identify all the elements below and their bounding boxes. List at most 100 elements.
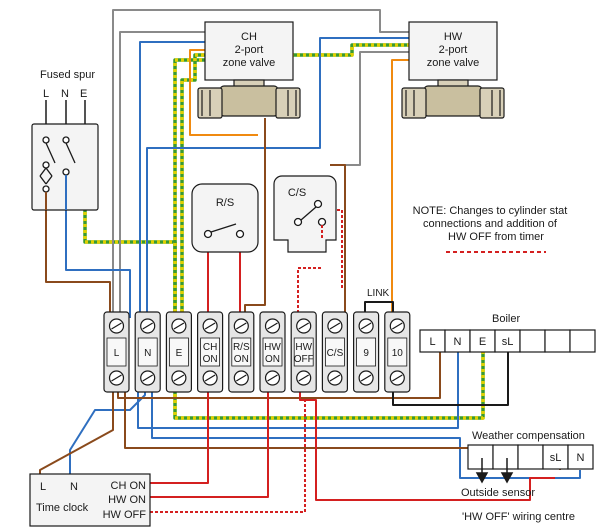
earth-wire-hw-valve-stripe [180,43,409,318]
spur-fuse-line-a [45,167,53,177]
link-label: LINK [367,288,390,299]
red-wire-ch-on-clock [150,388,209,484]
cyl-stat-contact-left [293,217,303,227]
spur-fuse-line-c [39,175,47,185]
time-clock-box [29,473,151,527]
fused-spur: Fused spur L N E [31,69,99,211]
blue-wire-hw-valve [146,37,409,318]
ch-valve-housing [219,85,279,117]
brown-wire-cs [330,164,346,318]
room-stat: R/S [191,183,259,253]
terminal-screw-top [202,318,218,334]
grey-wire-1 [112,9,409,318]
terminal-label-plate [387,337,408,367]
terminal-screw-top [171,318,187,334]
terminal-screw-bottom-slot [142,374,154,382]
terminal-label-line1: C/S [327,348,344,359]
terminal-screw-bottom [108,370,125,386]
hw-valve-line1: HW [444,31,463,43]
terminal-screw-top [140,318,156,334]
terminal-label-plate [168,337,189,367]
terminal-label-line1: E [176,348,183,359]
terminal-label-plate [293,337,314,367]
earth-wire-boiler-stripe [173,352,485,420]
blue-wire-boiler [137,352,459,429]
terminal-screw-bottom-slot [267,374,278,382]
wires [39,9,581,513]
terminal-screw-bottom-slot [298,374,310,382]
terminal-screw-bottom-slot [204,374,216,382]
orange-wire-ch-valve-main [189,49,258,136]
blue-wire-spur [65,165,131,318]
terminal-9: 9 [353,311,380,393]
terminal-screw-top-slot [267,322,278,330]
terminal-screw-top-slot [142,322,154,330]
time-clock-title: Time clock [36,502,89,514]
terminal-2: N [134,311,161,393]
orange-wire-hw-valve [391,59,409,318]
terminal-screw-top-slot [360,322,372,330]
boiler-title: Boiler [492,313,520,325]
terminal-label-line1: HW [295,342,312,353]
note-line1: NOTE: Changes to cylinder stat [413,205,568,217]
hw-valve-housing [423,85,483,117]
room-stat-blade [210,223,237,233]
boiler-terminal-cell [519,329,546,353]
cyl-stat-blade [300,206,317,221]
wc-terminal-cell [492,444,519,470]
time-clock-l: L [40,481,46,493]
note-line3: HW OFF from timer [448,231,544,243]
terminal-10: 10 [384,311,411,393]
wc-terminal-label: N [577,452,585,464]
terminal-label-line2: ON [265,354,280,365]
wc-terminal-cell [517,444,544,470]
note-line2: connections and addition of [423,218,558,230]
terminal-label-plate [231,337,252,367]
room-stat-box [191,183,259,253]
terminal-label-line1: 10 [392,348,404,359]
grey-wire-2 [119,31,205,318]
terminal-3: E [165,311,192,393]
red-dashed-hw-off-timer [150,400,306,513]
terminal-screw-top-slot [204,322,216,330]
blue-wire-wc [151,388,581,479]
brown-wire-spur [45,165,111,318]
terminal-screw-bottom [171,370,187,386]
spur-contact-n-mid [62,168,70,176]
time-clock-hw-off: HW OFF [103,509,147,521]
boiler-terminal-label: L [429,336,435,348]
terminal-screw-top-slot [391,322,403,330]
terminal-label-plate [356,337,377,367]
wc-terminal-label: sL [550,452,562,464]
hw-zone-valve: HW 2-port zone valve [401,21,505,119]
spur-blade-n [65,142,76,164]
terminal-label-line1: R/S [233,342,250,353]
terminal-screw-bottom [264,370,281,386]
terminal-5: R/SON [228,311,255,393]
terminal-label-line1: HW [264,342,281,353]
outside-sensor-label: Outside sensor [461,487,535,499]
fused-spur-terminal-l: L [43,88,49,100]
time-clock: L N Time clock CH ON HW ON HW OFF [29,473,151,527]
terminal-label-line2: ON [234,354,249,365]
fused-spur-title: Fused spur [40,69,95,81]
terminal-label-plate [324,337,345,367]
weather-comp-terminals: sL N [467,444,594,470]
sensor-arrow-1-head [475,472,489,484]
terminal-screw-top [233,318,249,334]
ch-zone-valve: CH 2-port zone valve [197,21,301,119]
cyl-stat-contact-top [313,199,323,209]
terminal-label-line2: OFF [294,354,314,365]
spur-contact-l-top [42,136,50,144]
cylinder-stat: C/S [273,175,337,253]
terminal-screw-bottom [296,370,312,386]
time-clock-ch-on: CH ON [111,480,147,492]
terminal-label-plate [106,337,127,367]
terminal-label-plate [262,337,283,367]
terminal-screw-bottom-slot [111,374,122,382]
